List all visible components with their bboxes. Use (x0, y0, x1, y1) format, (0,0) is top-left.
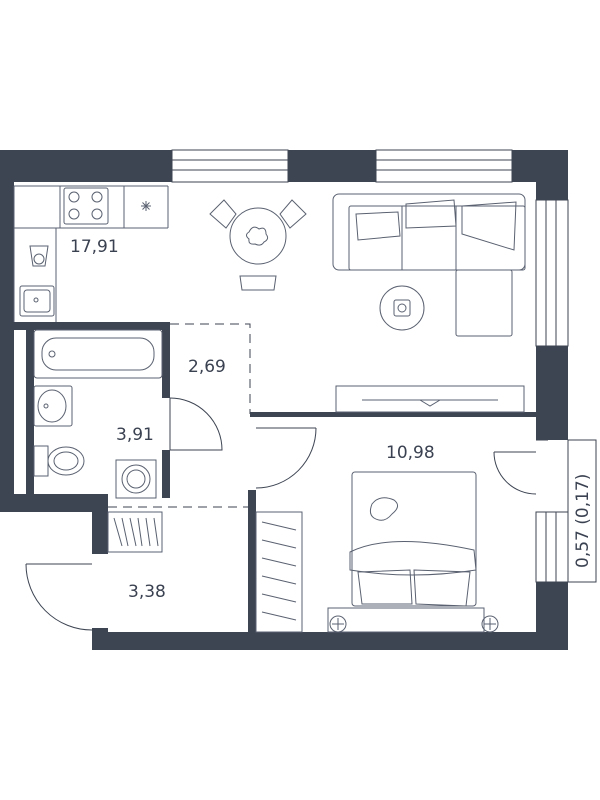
area-label-bathroom: 3,91 (116, 425, 154, 445)
area-label-kitchen-living: 17,91 (70, 237, 119, 257)
dining-set (209, 199, 307, 291)
tv-unit (335, 385, 525, 413)
fridge-icon (141, 201, 151, 211)
washing-machine (115, 459, 157, 499)
kitchen-sink-icon (19, 285, 55, 317)
coffee-table (379, 285, 425, 331)
nightstand-lamp-right (481, 615, 499, 633)
walls (0, 150, 568, 650)
windows (171, 149, 569, 583)
bathtub (33, 329, 163, 379)
area-label-balcony: 0,57 (0,17) (573, 474, 593, 568)
stove-icon (63, 187, 109, 225)
bed (327, 471, 485, 633)
area-label-bedroom: 10,98 (386, 443, 435, 463)
sofa (332, 193, 526, 337)
bathroom-sink (33, 385, 73, 427)
balcony (536, 439, 597, 583)
entrance-wardrobe (107, 511, 163, 553)
bedroom-wardrobe (255, 511, 303, 633)
toilet (33, 445, 85, 477)
nightstand-lamp-left (329, 615, 347, 633)
area-label-entrance: 3,38 (128, 582, 166, 602)
dishwasher-icon (29, 245, 49, 267)
zone-lines (108, 323, 251, 508)
area-label-hall: 2,69 (188, 357, 226, 377)
kitchen-counter (13, 185, 169, 322)
doors (25, 397, 537, 631)
